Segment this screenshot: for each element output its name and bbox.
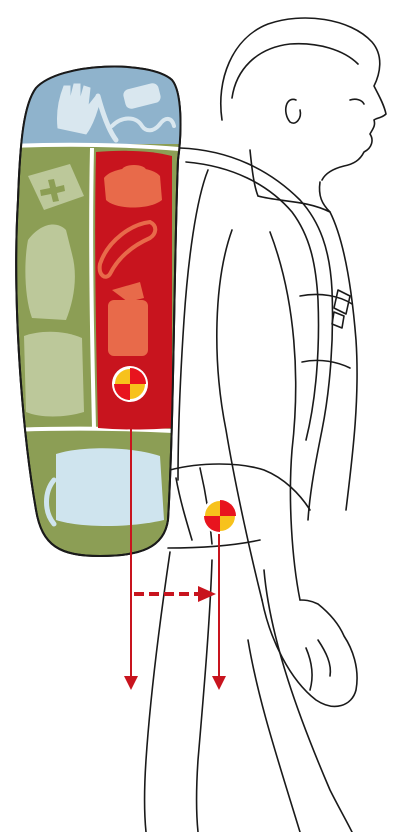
eye-line xyxy=(350,99,364,104)
collar-outline xyxy=(258,182,330,212)
hip-belt xyxy=(168,464,310,548)
chest-outline xyxy=(330,212,357,510)
clothing-icon xyxy=(25,225,75,320)
pack-cog-marker-icon xyxy=(112,366,148,402)
head-outline xyxy=(221,18,386,180)
backpack xyxy=(0,40,200,556)
top-zone xyxy=(0,40,200,144)
fingers-outline xyxy=(306,640,330,690)
hair-outline xyxy=(232,44,358,98)
sternum-strap xyxy=(300,294,352,368)
back-outline xyxy=(178,170,208,480)
body-cog-marker-icon xyxy=(202,498,238,534)
front-leg-back-edge xyxy=(248,640,300,832)
shoulder-strap-edge xyxy=(186,162,319,440)
strap-buckle xyxy=(332,290,350,328)
ear-outline xyxy=(286,99,301,123)
neck-outline xyxy=(250,150,258,196)
pack-gravity-arrowhead-icon xyxy=(124,676,138,690)
towel-icon xyxy=(24,332,84,417)
front-leg-outline xyxy=(264,570,352,832)
shift-arrowhead-icon xyxy=(198,586,216,602)
body-gravity-arrowhead-icon xyxy=(212,676,226,690)
sleeping-bag-icon xyxy=(47,448,165,526)
